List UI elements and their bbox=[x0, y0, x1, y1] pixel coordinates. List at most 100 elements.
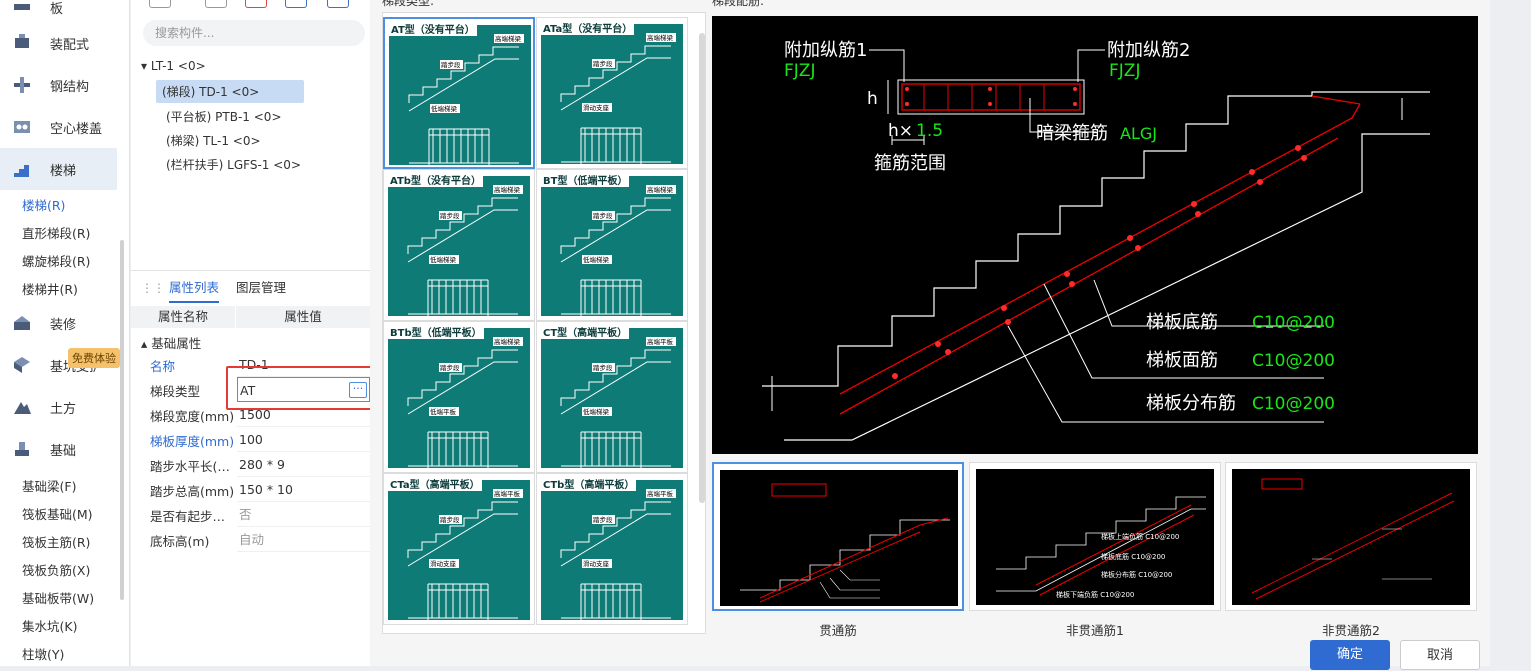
tree-root[interactable]: ▾ LT-1 <0> bbox=[141, 59, 206, 73]
type-label-low: 低端梯梁 bbox=[431, 104, 458, 113]
nav-foundation-item[interactable]: 筏板主筋(R) bbox=[22, 535, 91, 550]
component-tree-panel: 搜索构件... ▾ LT-1 <0> (梯段) TD-1 <0> (平台板) P… bbox=[131, 0, 370, 270]
fj1-code: FJZJ bbox=[784, 61, 815, 81]
type-label-low: 低端梯梁 bbox=[583, 407, 610, 416]
option-caption-non-through-1[interactable]: 非贯通筋1 bbox=[1066, 623, 1124, 638]
opt1-label-lower: 梯板下端负筋 C10@200 bbox=[1056, 590, 1134, 599]
nav-foundation-item[interactable]: 基础梁(F) bbox=[22, 479, 77, 494]
property-value[interactable]: 280 * 9 bbox=[237, 452, 370, 477]
nav-stair-item[interactable]: 楼梯(R) bbox=[22, 198, 66, 213]
module-nav: 板 装配式钢结构空心楼盖楼梯装修基坑支护土方基础楼梯(R)直形梯段(R)螺旋梯段… bbox=[0, 0, 130, 666]
nav-foundation-item[interactable]: 柱墩(Y) bbox=[22, 647, 65, 662]
group-header[interactable]: ▴ 基础属性 bbox=[141, 333, 201, 352]
type-label-step: 踏步段 bbox=[593, 515, 613, 524]
nav-foundation-item[interactable]: 筏板负筋(X) bbox=[22, 563, 91, 578]
nav-foundation-item[interactable]: 基础板带(W) bbox=[22, 591, 95, 606]
property-name: 踏步水平长(… bbox=[150, 459, 230, 474]
nav-cat-steel-beam[interactable]: 钢结构 bbox=[0, 64, 117, 106]
property-value[interactable]: 150 * 10 bbox=[237, 477, 370, 502]
property-row[interactable]: 梯段宽度(mm)1500 bbox=[131, 402, 370, 427]
stair-type-label: ATa型（没有平台） bbox=[541, 20, 635, 35]
free-trial-badge[interactable]: 免费体验 bbox=[68, 348, 120, 368]
ellipsis-button[interactable]: ··· bbox=[349, 382, 367, 398]
tree-node-td[interactable]: (梯段) TD-1 <0> bbox=[156, 80, 304, 103]
ok-button[interactable]: 确定 bbox=[1310, 640, 1390, 670]
property-row[interactable]: 踏步水平长(… 280 * 9 bbox=[131, 452, 370, 477]
nav-cat-hollow-slab[interactable]: 空心楼盖 bbox=[0, 106, 117, 148]
highlight-box bbox=[226, 366, 372, 410]
decoration-icon bbox=[8, 309, 36, 337]
drag-handle-icon[interactable]: ⋮⋮ bbox=[141, 281, 165, 295]
nav-cat-slab[interactable]: 板 bbox=[0, 0, 117, 28]
collapse-arrow-icon[interactable]: ▾ bbox=[141, 59, 151, 73]
property-row[interactable]: 是否有起步…否 bbox=[131, 502, 370, 527]
fj2-label: 附加纵筋2 bbox=[1107, 40, 1190, 61]
property-value[interactable]: 自动 bbox=[237, 527, 370, 552]
tab-property-list[interactable]: 属性列表 bbox=[169, 277, 220, 303]
cancel-button[interactable]: 取消 bbox=[1400, 640, 1480, 670]
copy-button[interactable] bbox=[205, 0, 227, 8]
dist-rebar-code: C10@200 bbox=[1252, 394, 1335, 414]
rebar-section-label: 梯段配筋: bbox=[712, 0, 765, 8]
bottom-rebar-label: 梯板底筋 bbox=[1146, 312, 1218, 333]
rebar-drawing: 附加纵筋1 FJZJ 附加纵筋2 FJZJ h h× 1.5 箍筋范围 暗梁箍筋… bbox=[712, 16, 1478, 454]
layer-copy-button[interactable] bbox=[285, 0, 307, 8]
nav-cat-decoration[interactable]: 装修 bbox=[0, 302, 117, 344]
type-label-low: 低端梯梁 bbox=[583, 255, 610, 264]
property-value[interactable]: 否 bbox=[237, 502, 370, 527]
type-label-high: 高端平板 bbox=[494, 489, 521, 498]
property-row[interactable]: 踏步总高(mm)150 * 10 bbox=[131, 477, 370, 502]
tree-root-label: LT-1 <0> bbox=[150, 59, 206, 73]
property-row[interactable]: 底标高(m)自动 bbox=[131, 527, 370, 552]
nav-stair-item[interactable]: 直形梯段(R) bbox=[22, 226, 91, 241]
nav-stair-item[interactable]: 楼梯井(R) bbox=[22, 282, 78, 297]
nav-cat-prefab[interactable]: 装配式 bbox=[0, 22, 117, 64]
tree-node-tl[interactable]: (梯梁) TL-1 <0> bbox=[166, 134, 261, 148]
type-label-high: 高端平板 bbox=[647, 489, 674, 498]
delete-button[interactable] bbox=[245, 0, 267, 8]
option-caption-through[interactable]: 贯通筋 bbox=[819, 623, 857, 638]
type-list-scrollbar[interactable] bbox=[699, 33, 705, 503]
nav-cat-earthwork[interactable]: 土方 bbox=[0, 386, 117, 428]
property-row[interactable]: 梯板厚度(mm)100 bbox=[131, 427, 370, 452]
nav-cat-foundation[interactable]: 基础 bbox=[0, 428, 117, 470]
nav-cat-label: 楼梯 bbox=[50, 163, 77, 179]
tab-layer-manage[interactable]: 图层管理 bbox=[236, 280, 287, 295]
option-non-through-1[interactable]: 梯板上端负筋 C10@200 梯板底筋 C10@200 梯板分布筋 C10@20… bbox=[969, 462, 1221, 611]
option-through-rebar[interactable] bbox=[712, 462, 964, 611]
option-non-through-2[interactable] bbox=[1225, 462, 1477, 611]
option-caption-non-through-2[interactable]: 非贯通筋2 bbox=[1322, 623, 1380, 638]
property-value[interactable]: TD-1 bbox=[237, 352, 370, 377]
factor-label: 1.5 bbox=[916, 121, 943, 141]
property-value[interactable]: 1500 bbox=[237, 402, 370, 427]
batch-button[interactable] bbox=[327, 0, 349, 8]
search-input[interactable]: 搜索构件... bbox=[143, 20, 365, 46]
new-button[interactable] bbox=[149, 0, 171, 8]
nav-foundation-item[interactable]: 筏板基础(M) bbox=[22, 507, 93, 522]
type-label-low: 滑动支座 bbox=[430, 559, 457, 568]
h-times-label: h× bbox=[888, 121, 913, 141]
type-label-low: 滑动支座 bbox=[583, 103, 610, 112]
nav-foundation-item[interactable]: 集水坑(K) bbox=[22, 619, 78, 634]
nav-scrollbar[interactable] bbox=[120, 240, 124, 600]
nav-cat-stair[interactable]: 楼梯 bbox=[0, 148, 117, 190]
property-value[interactable]: 100 bbox=[237, 427, 370, 452]
nav-stair-item[interactable]: 螺旋梯段(R) bbox=[22, 254, 91, 269]
tree-node-lgfs[interactable]: (栏杆扶手) LGFS-1 <0> bbox=[166, 158, 301, 172]
opt1-label-bottom: 梯板底筋 C10@200 bbox=[1101, 552, 1165, 561]
stair-type-label: CTa型（高端平板） bbox=[388, 476, 482, 491]
tree-node-ptb[interactable]: (平台板) PTB-1 <0> bbox=[166, 110, 282, 124]
property-value[interactable]: AT··· bbox=[237, 377, 370, 402]
hidden-beam-label: 暗梁箍筋 bbox=[1036, 123, 1108, 144]
